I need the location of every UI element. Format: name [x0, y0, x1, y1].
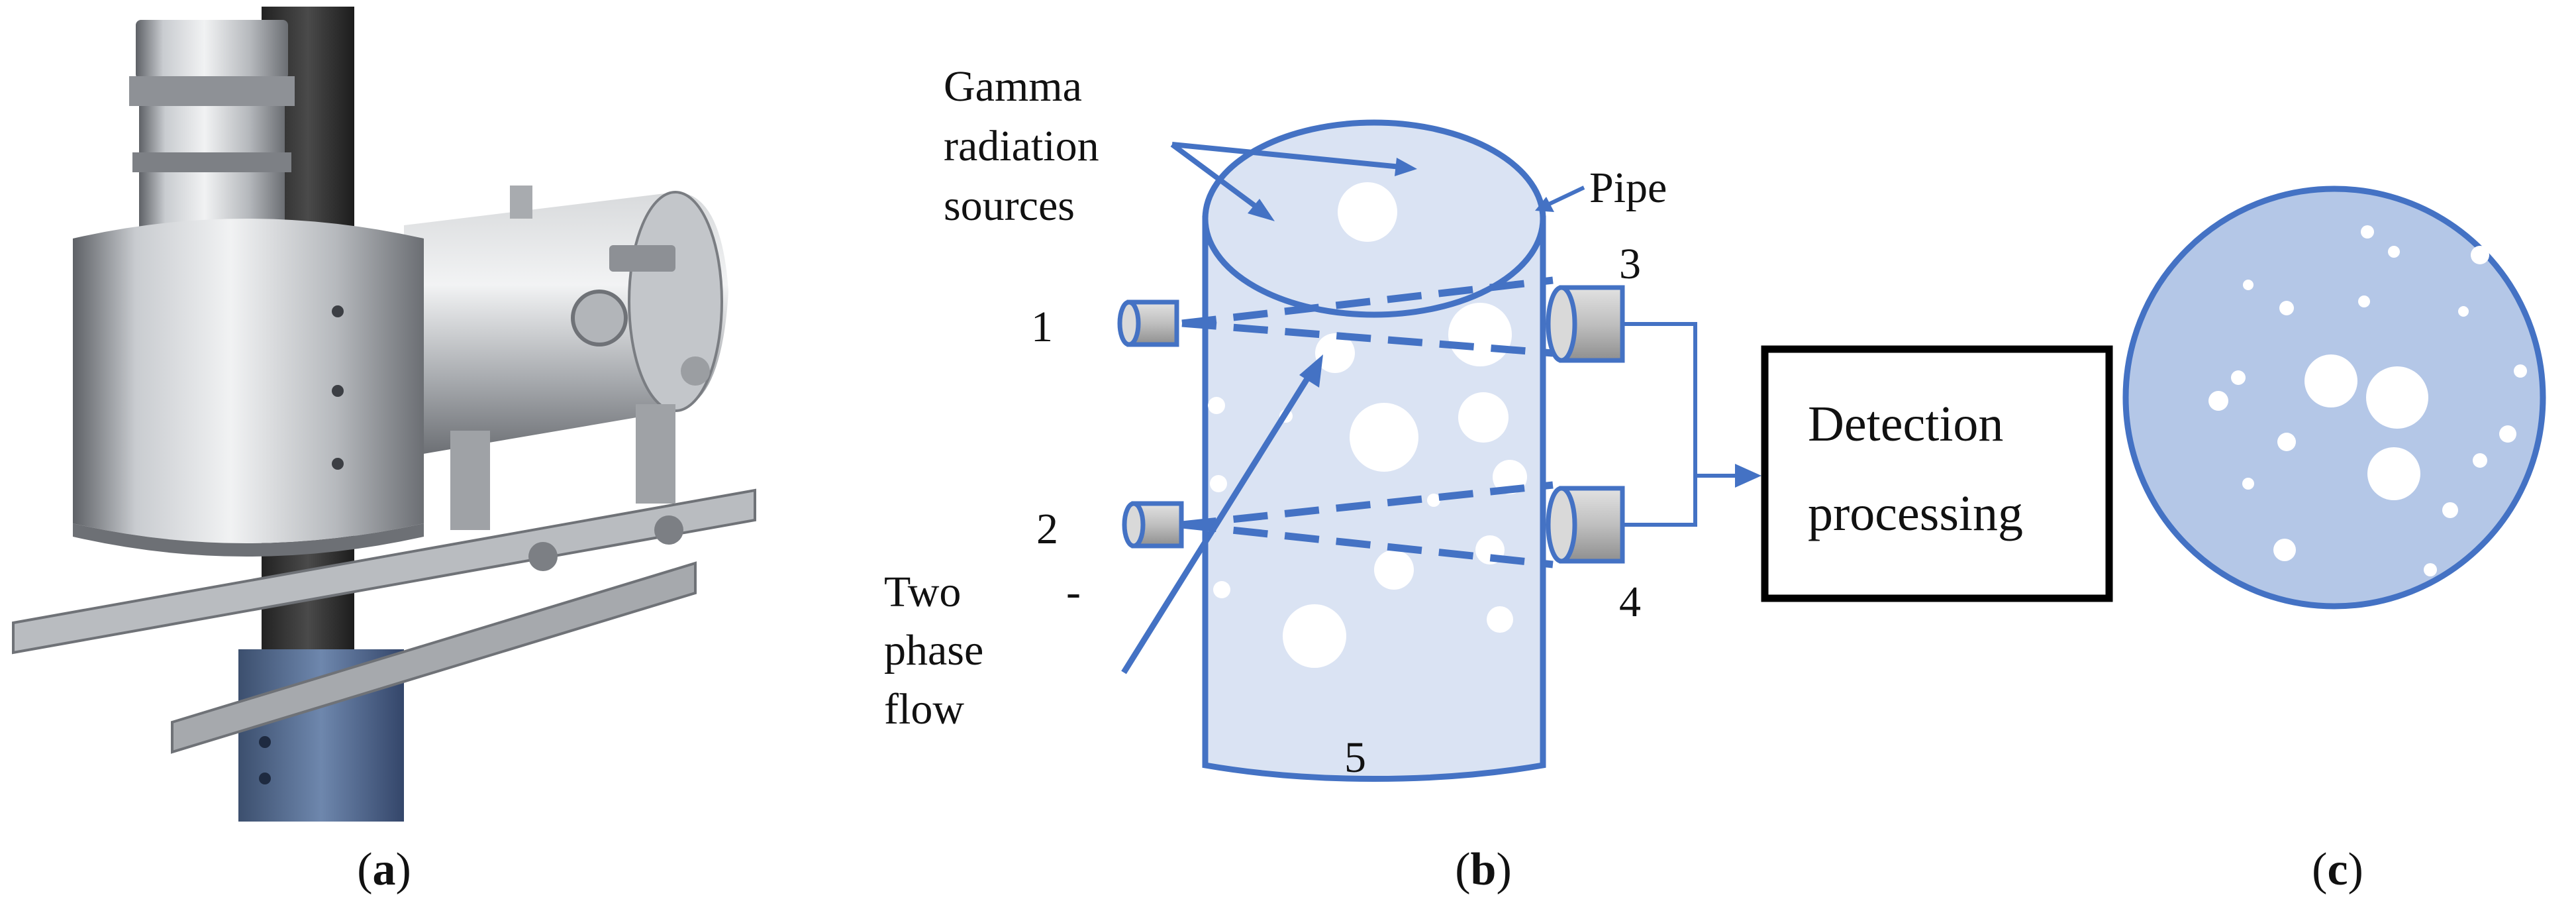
drum-rim: [73, 523, 424, 557]
pipe-pointer-head: [1535, 197, 1554, 212]
signal-arrow-head: [1735, 464, 1761, 488]
cs-bubble: [2242, 478, 2254, 490]
label-flow: flow: [884, 685, 964, 733]
bubble: [1374, 550, 1414, 590]
bubble: [1458, 392, 1509, 443]
source-1: [1117, 299, 1179, 347]
cs-bubble: [2243, 280, 2254, 290]
cs-bubble: [2442, 502, 2458, 518]
cs-bubble: [2473, 453, 2487, 468]
beam-2-to-4: [1181, 521, 1554, 568]
cs-bubble: [2361, 225, 2374, 239]
bolt: [259, 736, 271, 748]
cs-bubble: [2208, 391, 2228, 411]
bubble: [1283, 604, 1346, 668]
bubble-top: [1338, 182, 1397, 242]
cs-bubble: [2388, 246, 2400, 258]
beam-1-to-3: [1181, 276, 1554, 327]
column-band: [132, 152, 291, 172]
source-pointer-1: [1170, 142, 1263, 213]
top-cap: [136, 20, 288, 80]
bolt: [259, 773, 271, 784]
cs-bubble: [2277, 433, 2296, 451]
box-label-detection: Detection: [1808, 396, 2003, 452]
source-pointer-2-head: [1395, 158, 1417, 176]
panel-a-device-photo: [12, 7, 756, 822]
cs-bubble: [2514, 364, 2527, 378]
label-phase: phase: [884, 626, 983, 674]
bubble: [1350, 403, 1418, 472]
detector-4: [1546, 486, 1625, 564]
label-pipe: Pipe: [1589, 164, 1667, 212]
rail-nut: [528, 542, 558, 571]
label-two: Two: [884, 568, 961, 616]
rivet: [332, 305, 344, 317]
label-radiation: radiation: [944, 122, 1099, 170]
cs-bubble: [2458, 306, 2469, 317]
panel-b-schematic: Gamma radiation sources Pipe 1 2 3 4 5 T…: [884, 62, 2113, 782]
bubble: [1208, 397, 1225, 414]
rivet: [332, 385, 344, 397]
label-sources: sources: [944, 182, 1075, 230]
caption-a: (a): [357, 844, 411, 895]
cs-bubble: [2358, 295, 2370, 307]
pipe-pointer: [1545, 186, 1585, 207]
drum-shield: [73, 219, 424, 543]
bubble: [1213, 581, 1230, 598]
bubble: [1448, 303, 1512, 366]
mounting-rail: [12, 488, 756, 655]
flow-pointer-head: [1299, 354, 1323, 388]
cs-bubble: [2367, 447, 2420, 500]
housing-gauge: [571, 290, 628, 347]
cs-bubble: [2231, 370, 2246, 385]
flow-pointer: [1121, 370, 1314, 674]
housing-fitting: [510, 186, 532, 219]
label-detector-3: 3: [1619, 240, 1641, 288]
rivet: [332, 458, 344, 470]
cs-bubble: [2366, 366, 2428, 429]
source-1-face: [1117, 299, 1141, 347]
bubble: [1210, 475, 1227, 492]
panel-c-cross-section: [2122, 186, 2546, 610]
cs-bubble: [2499, 425, 2516, 443]
detector-4-face: [1546, 486, 1577, 564]
housing-valve: [609, 245, 675, 272]
cs-bubble: [2304, 354, 2357, 407]
source-2: [1122, 501, 1184, 549]
detector-3-face: [1546, 285, 1577, 363]
lower-bracket: [171, 561, 697, 754]
clamp-right: [636, 404, 675, 504]
source-pointer-2: [1171, 142, 1401, 170]
source-pointer-1-head: [1248, 199, 1275, 221]
label-detector-4: 4: [1619, 578, 1641, 626]
label-pipe-5: 5: [1344, 733, 1366, 782]
label-source-1: 1: [1031, 303, 1053, 351]
source-2-face: [1122, 501, 1146, 549]
bubble: [1427, 494, 1440, 507]
beam-2-to-pipe: [1181, 481, 1554, 529]
caption-c: (c): [2312, 844, 2363, 895]
bubble: [1487, 606, 1513, 633]
box-label-processing: processing: [1808, 486, 2023, 541]
bubble: [1315, 333, 1355, 373]
cs-bubble: [2471, 246, 2489, 264]
cs-bubble: [2273, 539, 2296, 561]
top-collar: [129, 76, 295, 106]
label-source-2: 2: [1036, 505, 1058, 553]
beam-1-to-pipe: [1181, 319, 1554, 357]
label-dash: -: [1066, 568, 1081, 616]
label-gamma: Gamma: [944, 62, 1082, 111]
clamp-left: [450, 431, 490, 530]
signal-wire: [1622, 322, 1697, 527]
cs-bubble: [2279, 301, 2294, 315]
detection-processing-box: [1761, 345, 2113, 602]
cs-bubble: [2424, 563, 2437, 576]
caption-b: (b): [1455, 844, 1512, 895]
housing-knob: [681, 356, 710, 386]
detector-3: [1546, 285, 1625, 363]
rail-nut: [654, 515, 683, 545]
